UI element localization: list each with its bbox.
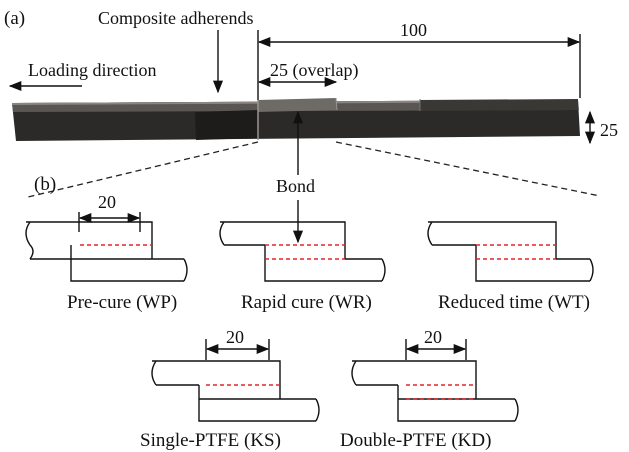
config-pre-cure bbox=[25, 212, 188, 282]
width-value: 25 bbox=[600, 120, 618, 140]
config-rapid-cure bbox=[219, 221, 386, 282]
dim-double-ptfe: 20 bbox=[424, 327, 442, 347]
config-reduced-time bbox=[427, 221, 594, 282]
length-value: 100 bbox=[400, 20, 427, 40]
overlap-label: 25 (overlap) bbox=[270, 60, 358, 81]
composite-adherends-label: Composite adherends bbox=[98, 8, 253, 28]
dim-single-ptfe: 20 bbox=[226, 327, 244, 347]
loading-direction-label: Loading direction bbox=[28, 60, 156, 80]
caption-reduced-time: Reduced time (WT) bbox=[438, 292, 590, 313]
config-double-ptfe bbox=[351, 339, 519, 422]
specimen-photo bbox=[12, 97, 580, 141]
config-single-ptfe bbox=[151, 339, 320, 422]
caption-single-ptfe: Single-PTFE (KS) bbox=[140, 430, 281, 451]
zoom-line-left bbox=[27, 141, 259, 198]
caption-rapid-cure: Rapid cure (WR) bbox=[241, 292, 372, 313]
caption-pre-cure: Pre-cure (WP) bbox=[67, 292, 177, 313]
caption-double-ptfe: Double-PTFE (KD) bbox=[340, 430, 491, 451]
panel-a-label: (a) bbox=[4, 8, 25, 29]
dim-pre-cure: 20 bbox=[98, 192, 116, 212]
panel-b-label: (b) bbox=[34, 174, 56, 195]
bond-label: Bond bbox=[276, 176, 315, 196]
zoom-line-right bbox=[335, 141, 601, 197]
